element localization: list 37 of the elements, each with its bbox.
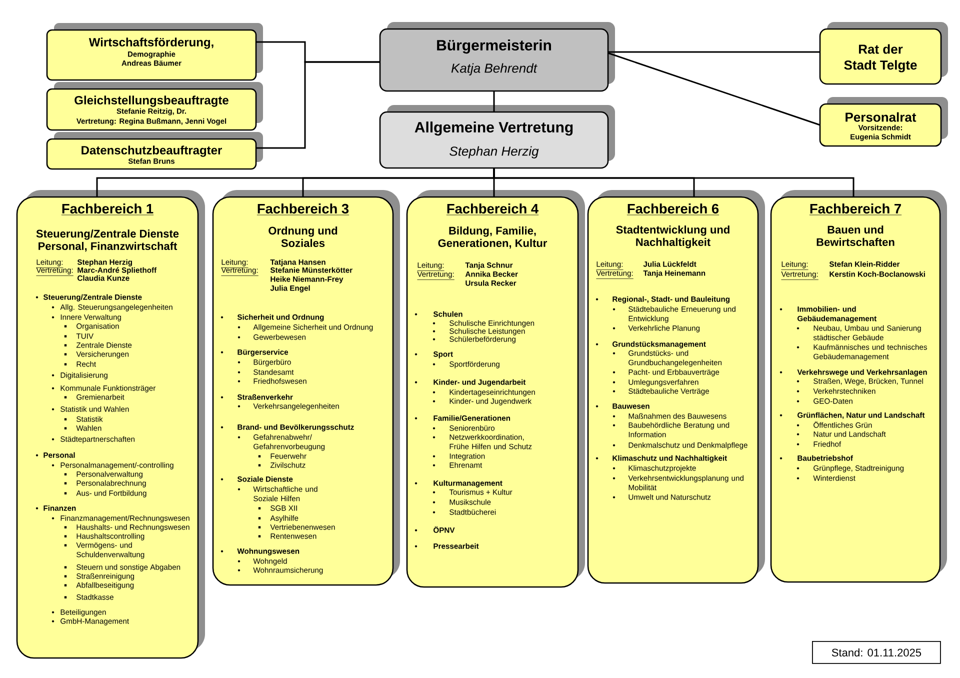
unit-box <box>46 132 263 170</box>
department-subtitle: Ordnung und Soziales <box>268 226 338 247</box>
department-title: Fachbereich 6 <box>626 204 720 216</box>
department-title: Fachbereich 7 <box>809 204 902 216</box>
department-title: Fachbereich 3 <box>256 204 350 216</box>
unit-box <box>46 23 263 81</box>
office-title: Bürgermeisterin <box>437 40 551 54</box>
department-subtitle: Steuerung/Zentrale Dienste Personal, Finanzwirtschaft <box>36 230 179 252</box>
unit-box <box>46 82 263 131</box>
connector-line <box>256 61 380 149</box>
department-box <box>587 190 765 584</box>
person-name: Stephan Herzig <box>450 146 539 158</box>
department-subtitle: Bildung, Familie, Generationen, Kultur <box>438 226 548 249</box>
connector-line <box>608 51 820 53</box>
department-title: Fachbereich 4 <box>446 204 539 216</box>
date-box: Stand: 01.11.2025 <box>812 641 941 664</box>
connector-line <box>493 168 854 197</box>
department-subtitle: Stadtentwicklung und Nachhaltigkeit <box>616 226 730 248</box>
connector-line <box>493 91 495 112</box>
department-subtitle: Bauen und Bewirtschaften <box>816 226 894 246</box>
unit-title: Datenschutzbeauftragter <box>82 146 222 157</box>
department-title: Fachbereich 1 <box>61 204 154 216</box>
office-title: Allgemeine Vertretung <box>414 122 573 136</box>
unit-title: Personalrat <box>846 112 916 122</box>
person-name: Katja Behrendt <box>451 63 538 76</box>
council-title: Rat der Stadt Telgte <box>844 44 917 72</box>
department-box <box>770 190 947 583</box>
connector-line <box>608 52 820 126</box>
office-box <box>379 105 615 169</box>
department-box <box>406 190 585 588</box>
council-box <box>819 22 948 85</box>
unit-title: Wirtschaftsförderung, <box>88 38 214 49</box>
office-box <box>379 22 615 92</box>
unit-box <box>819 97 948 147</box>
department-box <box>16 190 205 659</box>
unit-title: Gleichstellungsbeauftragte <box>74 96 228 107</box>
department-box <box>212 190 400 586</box>
